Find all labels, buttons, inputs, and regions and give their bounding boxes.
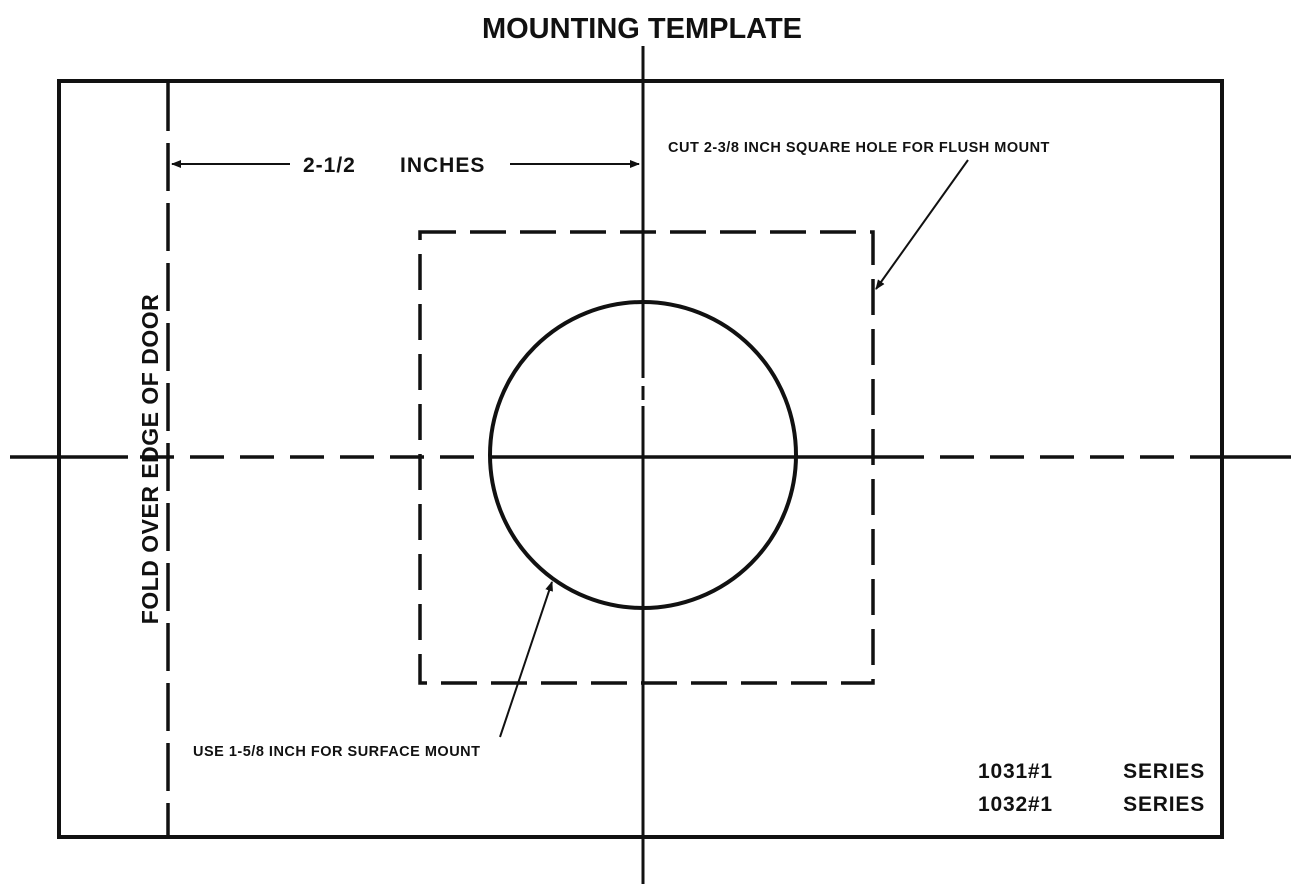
surface-mount-circle xyxy=(488,300,798,610)
surface-mount-leader xyxy=(499,581,553,738)
series-label-2: SERIES xyxy=(1123,793,1205,816)
series-model-1: 1031#1 xyxy=(978,760,1053,783)
surface-mount-note: USE 1-5/8 INCH FOR SURFACE MOUNT xyxy=(193,744,481,760)
page-title: MOUNTING TEMPLATE xyxy=(482,13,802,45)
flush-mount-leader xyxy=(875,159,969,290)
dimension-value: 2-1/2 xyxy=(303,154,356,177)
series-model-2: 1032#1 xyxy=(978,793,1053,816)
dimension-unit: INCHES xyxy=(400,154,485,177)
flush-mount-note: CUT 2-3/8 INCH SQUARE HOLE FOR FLUSH MOU… xyxy=(668,140,1050,156)
fold-label: FOLD OVER EDGE OF DOOR xyxy=(137,294,163,624)
template-border xyxy=(57,79,1224,839)
flush-mount-square xyxy=(418,230,875,685)
series-label-1: SERIES xyxy=(1123,760,1205,783)
